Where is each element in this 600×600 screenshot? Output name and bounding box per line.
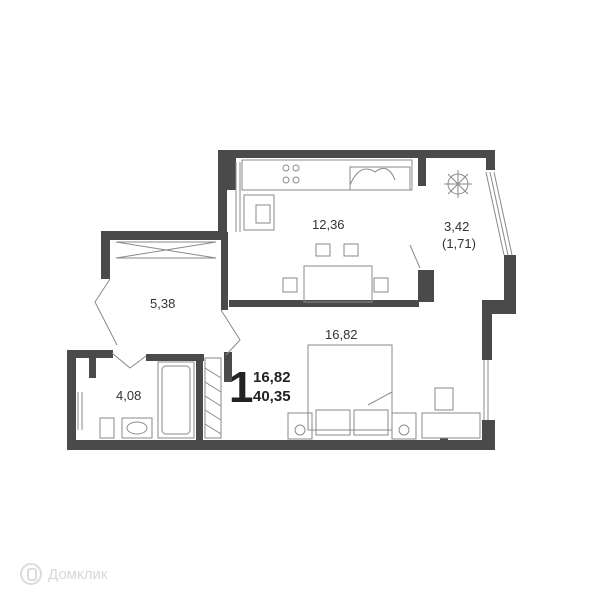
- plant-icon: [444, 170, 472, 198]
- walls: [67, 150, 516, 450]
- living-furniture: [287, 344, 481, 440]
- room-area-bathroom: 4,08: [116, 388, 142, 403]
- room-area-kitchen: 12,36: [312, 217, 345, 232]
- watermark: Домклик: [20, 563, 107, 585]
- watermark-text: Домклик: [48, 565, 108, 583]
- watermark-logo-icon: [20, 563, 42, 585]
- living-area-value: 16,82: [253, 369, 291, 386]
- bathroom-fixtures: [99, 357, 222, 439]
- room-area-loggia: 3,42: [444, 219, 470, 234]
- room-area-loggia-reduced: (1,71): [442, 236, 476, 251]
- kitchen-furniture: [241, 159, 413, 303]
- room-count: 1: [229, 363, 254, 412]
- doors: [94, 244, 421, 369]
- room-area-living: 16,82: [325, 327, 358, 342]
- area-summary: 16,82 40,35: [253, 368, 291, 406]
- total-area-value: 40,35: [253, 388, 291, 405]
- room-area-hall: 5,38: [150, 296, 176, 311]
- windows: [77, 162, 513, 430]
